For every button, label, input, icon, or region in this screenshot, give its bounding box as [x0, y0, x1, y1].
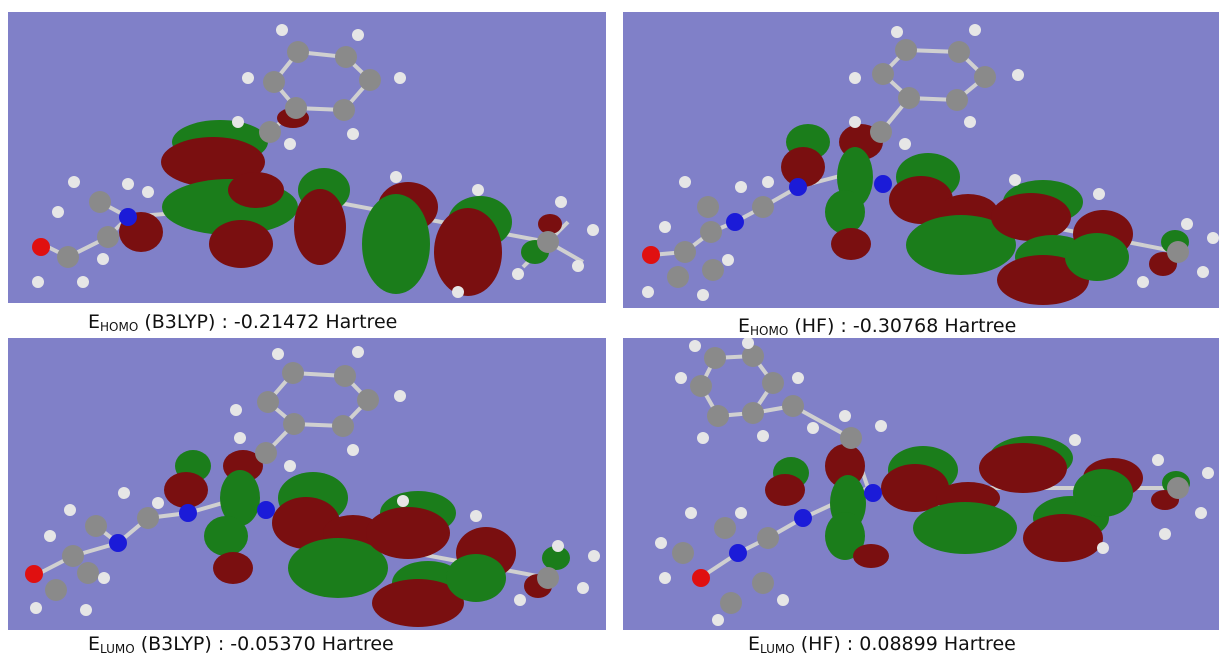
orbital-plot [642, 24, 1219, 305]
molecule-render-homo-b3lyp [8, 12, 606, 303]
caption-energy-symbol: E [748, 633, 761, 655]
caption-homo-hf: EHOMO (HF) : -0.30768 Hartree [738, 314, 1016, 338]
molecule-render-lumo-b3lyp [8, 338, 606, 630]
caption-energy-text: (B3LYP) : -0.21472 Hartree [138, 311, 398, 333]
caption-homo-b3lyp: EHOMO (B3LYP) : -0.21472 Hartree [88, 310, 397, 334]
caption-energy-symbol: E [88, 633, 101, 655]
caption-energy-symbol: E [738, 315, 751, 337]
caption-orbital-subscript: HOMO [750, 324, 789, 338]
molecule-render-homo-hf [623, 12, 1219, 308]
orbital-plot [25, 346, 600, 627]
caption-lumo-b3lyp: ELUMO (B3LYP) : -0.05370 Hartree [88, 632, 394, 656]
caption-orbital-subscript: LUMO [760, 642, 795, 656]
caption-lumo-hf: ELUMO (HF) : 0.08899 Hartree [748, 632, 1016, 656]
molecule-render-lumo-hf [623, 338, 1219, 630]
caption-energy-text: (HF) : -0.30768 Hartree [788, 315, 1017, 337]
caption-energy-text: (HF) : 0.08899 Hartree [794, 633, 1016, 655]
orbital-plot [655, 338, 1214, 626]
caption-orbital-subscript: HOMO [100, 320, 139, 334]
caption-energy-text: (B3LYP) : -0.05370 Hartree [134, 633, 394, 655]
orbital-plot [32, 24, 599, 298]
caption-orbital-subscript: LUMO [100, 642, 135, 656]
caption-energy-symbol: E [88, 311, 101, 333]
